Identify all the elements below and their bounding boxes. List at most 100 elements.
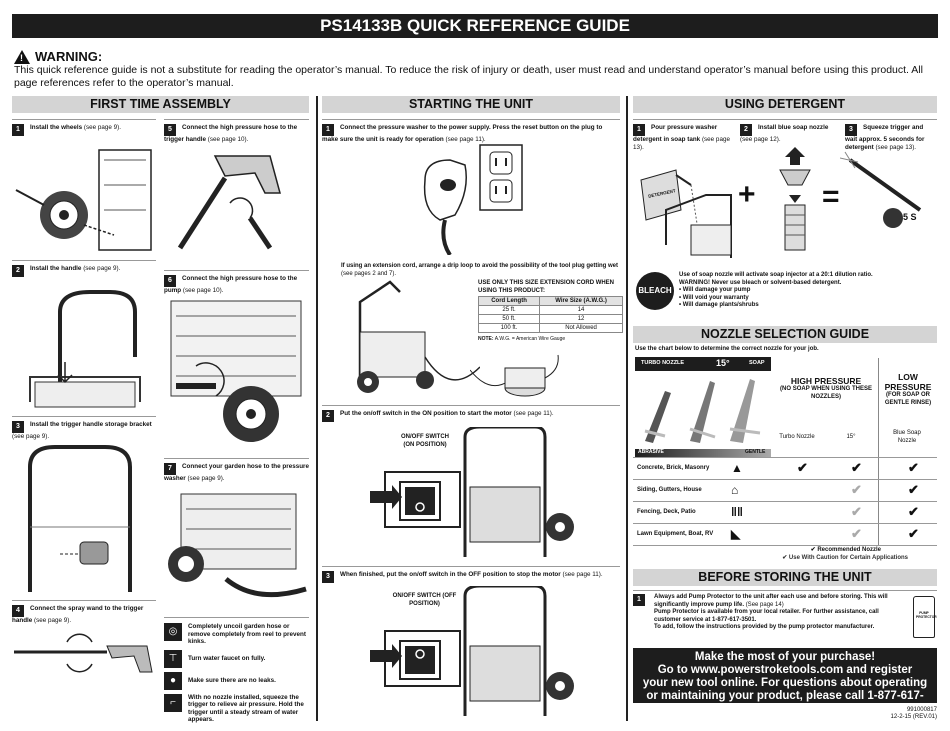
nozzle-intro: Use the chart below to determine the cor… — [635, 346, 819, 352]
warning-text: This quick reference guide is not a subs… — [14, 64, 923, 89]
no-bleach-icon: BLEACH — [636, 272, 674, 310]
col-turbo: Turbo Nozzle — [779, 434, 815, 440]
boat-icon: ◣ — [731, 527, 741, 541]
column-divider — [316, 96, 318, 721]
surface-label: Lawn Equipment, Boat, RV — [637, 531, 714, 537]
col-soap: Blue Soap Nozzle — [893, 430, 921, 444]
caution-check-icon: ✔ — [851, 482, 862, 497]
abrasive-label: ABRASIVE — [638, 449, 664, 455]
recommended-check-icon: ✔ — [797, 460, 808, 475]
storing-step-number: 1 — [633, 594, 645, 606]
low-pressure-header: LOW PRESSURE (FOR SOAP OR GENTLE RINSE) — [884, 372, 932, 406]
brick-trowel-icon: ▲ — [731, 461, 743, 475]
wheel-install-illustration — [15, 149, 152, 251]
page-title: PS14133B QUICK REFERENCE GUIDE — [12, 14, 938, 38]
switch-on-label: ON/OFF SWITCH (ON POSITION) — [401, 434, 449, 448]
extension-cord-table: Cord Length Wire Size (A.W.G.) 25 ft.14 … — [477, 296, 623, 333]
surface-label: Siding, Gutters, House — [637, 487, 702, 493]
table-header: Wire Size (A.W.G.) — [539, 296, 623, 306]
surface-label: Fencing, Deck, Patio — [637, 509, 696, 515]
trigger-icon: ⌐ — [164, 693, 182, 712]
storing-text: Always add Pump Protector to the unit af… — [654, 594, 888, 630]
switch-on-illustration — [370, 427, 574, 557]
gentle-label: GENTLE — [745, 449, 766, 455]
table-row: 100 ft.Not Allowed — [477, 323, 623, 333]
plus-icon: + — [738, 178, 756, 211]
faucet-icon: ⊤ — [164, 649, 182, 668]
recommended-check-icon: ✔ — [908, 460, 919, 475]
caution-check-icon: ✔ — [851, 504, 862, 519]
caution-check-icon: ✔ — [851, 526, 862, 541]
recommended-check-icon: ✔ — [851, 460, 862, 475]
spray-wand-illustration — [840, 151, 922, 212]
recommended-check-icon: ✔ — [908, 482, 919, 497]
tips-list: ◎ Completely uncoil garden hose or remov… — [164, 623, 309, 724]
row-divider — [633, 523, 937, 524]
extension-heading: USE ONLY THIS SIZE EXTENSION CORD WHEN U… — [478, 280, 615, 294]
handle-install-illustration — [29, 290, 141, 408]
section-header-detergent: USING DETERGENT — [633, 96, 937, 113]
bracket-install-illustration — [28, 445, 132, 592]
timer-icon — [883, 208, 903, 228]
section-header-starting: STARTING THE UNIT — [322, 96, 620, 113]
abrasive-gentle-bar — [635, 449, 771, 457]
warning-heading: ! WARNING: — [14, 49, 102, 64]
recommended-check-icon: ✔ — [908, 504, 919, 519]
power-plug-illustration — [423, 144, 523, 255]
bleach-warning: Use of soap nozzle will activate soap in… — [679, 272, 873, 308]
pump-hose-illustration — [170, 300, 302, 442]
table-header: Cord Length — [477, 296, 541, 306]
legend-recommended: ✔ Recommended Nozzle — [810, 547, 881, 553]
row-divider — [633, 545, 937, 546]
drop-icon: ● — [164, 671, 182, 690]
pressure-divider — [878, 358, 879, 545]
extension-note: NOTE: A.W.G. = American Wire Gauge — [478, 336, 566, 342]
col-15: 15° — [846, 434, 856, 440]
extension-reel-illustration — [470, 354, 559, 397]
row-divider — [633, 479, 937, 480]
garden-hose-illustration — [168, 493, 307, 598]
high-pressure-header: HIGH PRESSURE (NO SOAP WHEN USING THESE … — [780, 376, 872, 400]
switch-off-illustration — [370, 586, 574, 716]
tip-item: ⌐ With no nozzle installed, squeeze the … — [164, 693, 309, 724]
equals-icon: = — [822, 180, 840, 213]
nozzle-table-row: Fencing, Deck, Patio ‖‖ ✔ ✔ — [633, 502, 937, 523]
table-row: 50 ft.12 — [477, 314, 623, 324]
pour-detergent-illustration — [640, 169, 732, 258]
extension-cord-illustration — [357, 280, 480, 393]
warning-icon: ! — [14, 49, 30, 64]
row-divider — [633, 457, 937, 458]
table-row: 25 ft.14 — [477, 305, 623, 315]
surface-label: Concrete, Brick, Masonry — [637, 465, 710, 471]
recommended-check-icon: ✔ — [908, 526, 919, 541]
extension-intro: If using an extension cord, arrange a dr… — [341, 263, 619, 277]
register-banner: Make the most of your purchase! Go to ww… — [633, 648, 937, 715]
legend-caution: ✔ Use With Caution for Certain Applicati… — [782, 555, 908, 561]
pump-protector-bottle-icon: PUMP PROTECTOR — [913, 596, 937, 638]
tip-item: ⊤ Turn water faucet on fully. — [164, 649, 309, 668]
tip-item: ● Make sure there are no leaks. — [164, 671, 309, 690]
fence-icon: ‖‖ — [731, 505, 743, 519]
soap-nozzle-illustration — [779, 147, 811, 251]
timer-label: 5 S — [903, 212, 917, 222]
nozzle-table-row: Concrete, Brick, Masonry ▲ ✔ ✔ ✔ — [633, 458, 937, 479]
wand-connect-illustration — [14, 633, 153, 673]
nozzle-table-row: Siding, Gutters, House⌂✔✔ — [633, 480, 937, 501]
tip-item: ◎ Completely uncoil garden hose or remov… — [164, 623, 309, 646]
column-divider — [626, 96, 628, 721]
section-header-assembly: FIRST TIME ASSEMBLY — [12, 96, 309, 113]
switch-off-label: ON/OFF SWITCH (OFF POSITION) — [392, 593, 457, 607]
section-header-nozzle: NOZZLE SELECTION GUIDE — [633, 326, 937, 343]
footer: 991000817 12-2-15 (REV.01) — [890, 707, 937, 720]
soap-nozzle-label: SOAP — [749, 360, 765, 366]
